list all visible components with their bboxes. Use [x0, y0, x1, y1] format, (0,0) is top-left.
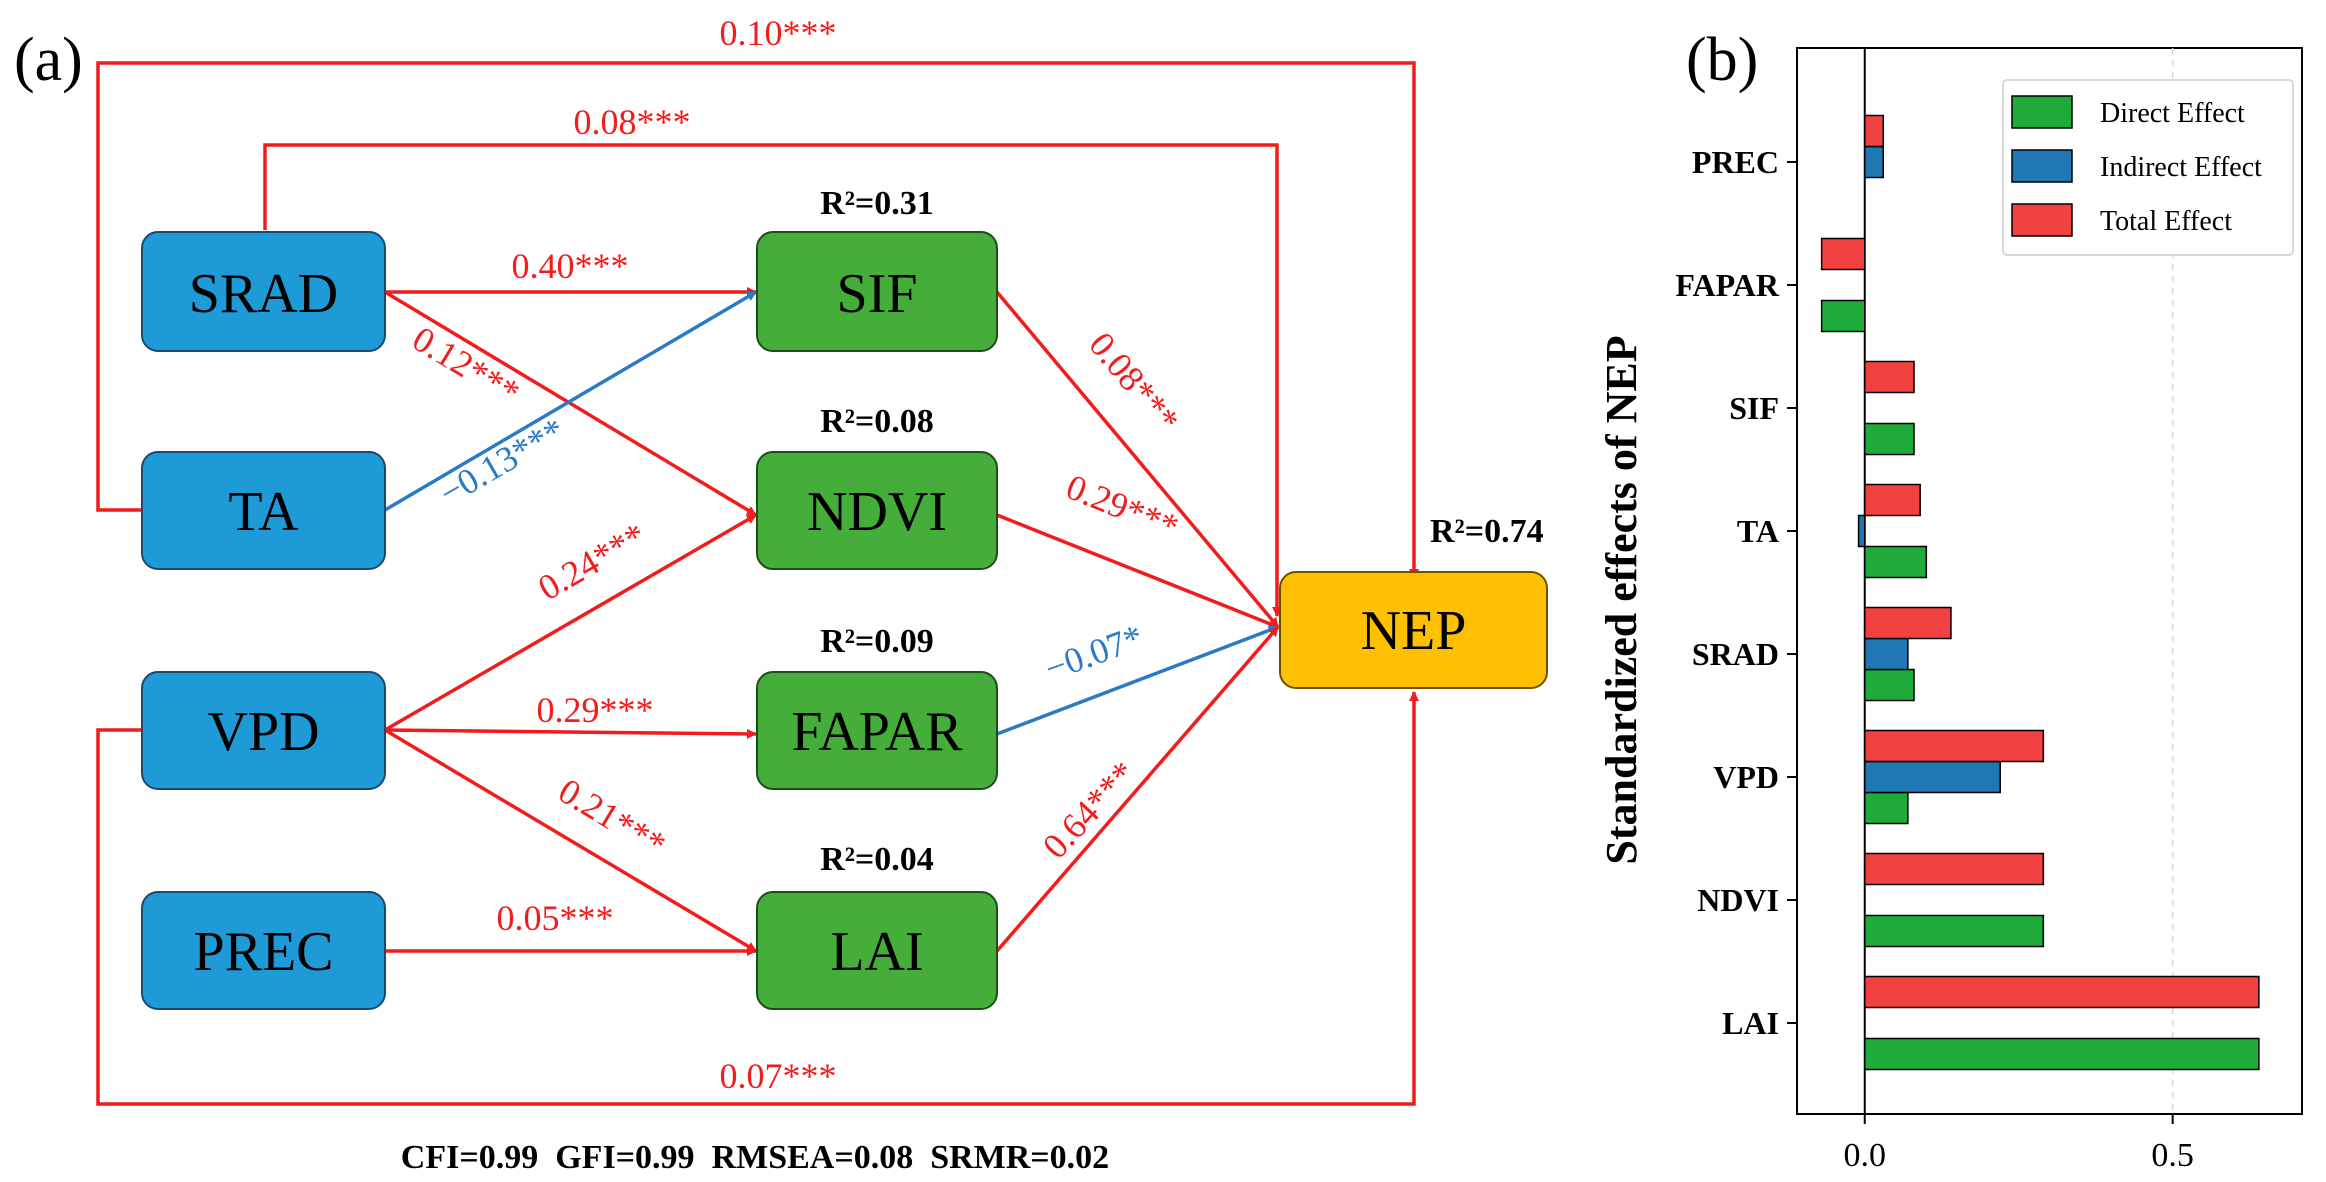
- node-sif-label: SIF: [837, 263, 918, 325]
- path-srad-nep-line: [263, 143, 1282, 617]
- coef-vpd-nep: 0.07***: [720, 1056, 837, 1096]
- path-vpd-nep-line: [96, 691, 1419, 1106]
- node-nep: NEP: [1279, 571, 1548, 689]
- path-sif-nep-line: [995, 290, 1280, 629]
- r2-fapar: R²=0.09: [820, 623, 934, 660]
- bar-ndvi-direct-effect: [1863, 914, 2045, 948]
- bar-prec-indirect-effect: [1863, 145, 1884, 179]
- path-lai-nep-line: [995, 625, 1280, 953]
- legend-label-total: Total Effect: [2100, 206, 2232, 237]
- path-ta-nep-line: [96, 61, 1419, 579]
- y-tick-label-srad: SRAD: [1692, 636, 1779, 672]
- legend-swatch-direct: [2011, 95, 2073, 129]
- node-nep-label: NEP: [1361, 600, 1467, 662]
- coef-ta-nep: 0.10***: [720, 13, 837, 53]
- node-ndvi: NDVI: [756, 451, 998, 570]
- bar-fapar-direct-effect: [1820, 299, 1866, 333]
- node-lai-label: LAI: [830, 921, 923, 983]
- r2-sif: R²=0.31: [820, 185, 934, 222]
- coef-vpd-lai: 0.21***: [552, 770, 673, 865]
- coef-vpd-ndvi: 0.24***: [531, 515, 652, 608]
- y-tick-label-sif: SIF: [1729, 390, 1779, 426]
- y-tick-label-lai: LAI: [1722, 1005, 1779, 1041]
- legend-swatch-total: [2011, 203, 2073, 237]
- coef-srad-nep: 0.08***: [574, 102, 691, 142]
- bar-fapar-total-effect: [1820, 237, 1866, 271]
- bar-ta-direct-effect: [1863, 545, 1928, 579]
- bar-vpd-indirect-effect: [1863, 760, 2001, 794]
- path-vpd-lai-line: [384, 728, 757, 953]
- node-sif: SIF: [756, 231, 998, 352]
- legend-label-indirect: Indirect Effect: [2100, 152, 2262, 183]
- node-vpd: VPD: [141, 671, 386, 790]
- node-ta: TA: [141, 451, 386, 570]
- y-tick-label-ta: TA: [1737, 513, 1779, 549]
- node-ta-label: TA: [228, 481, 299, 543]
- coef-ta-sif: −0.13***: [433, 410, 572, 513]
- node-prec: PREC: [141, 891, 386, 1010]
- path-srad-ndvi-line: [384, 290, 757, 517]
- fit-indices: CFI=0.99 GFI=0.99 RMSEA=0.08 SRMR=0.02: [401, 1139, 1109, 1176]
- bar-ndvi-total-effect: [1863, 852, 2045, 886]
- tick-layer: 0.0 0.5: [1843, 1114, 2194, 1174]
- node-prec-label: PREC: [193, 921, 333, 983]
- path-ta-sif-line: [384, 290, 757, 512]
- coef-sif-nep: 0.08***: [1081, 325, 1187, 440]
- bar-sif-total-effect: [1863, 360, 1915, 394]
- path-fapar-nep-line: [996, 625, 1279, 736]
- legend-box: [2002, 79, 2294, 256]
- node-lai: LAI: [756, 891, 998, 1010]
- node-srad-label: SRAD: [189, 263, 338, 325]
- panel-a-label: (a): [14, 26, 83, 94]
- r2-ndvi: R²=0.08: [820, 403, 934, 440]
- panel-a-path-diagram: (a) SRAD TA VPD PRE: [14, 13, 1548, 1176]
- legend-swatch-indirect: [2011, 149, 2073, 183]
- plot-frame: [1796, 47, 2303, 1115]
- bar-srad-indirect-effect: [1863, 637, 1909, 671]
- y-tick-label-ndvi: NDVI: [1697, 882, 1779, 918]
- y-tick-label-vpd: VPD: [1713, 759, 1779, 795]
- node-fapar: FAPAR: [756, 671, 998, 790]
- legend: Direct Effect Indirect Effect Total Effe…: [2002, 79, 2294, 256]
- panel-b-bar-chart: (b) Standardized effects of NEP 0.0 0.5 P…: [1597, 26, 2303, 1174]
- coef-lai-nep: 0.64***: [1035, 753, 1144, 866]
- node-vpd-label: VPD: [207, 701, 319, 763]
- y-axis-label: Standardized effects of NEP: [1597, 335, 1646, 864]
- bar-prec-total-effect: [1863, 114, 1884, 148]
- coef-vpd-fapar: 0.29***: [537, 690, 654, 730]
- r2-nep: R²=0.74: [1430, 513, 1544, 550]
- node-srad: SRAD: [141, 231, 386, 352]
- coef-fapar-nep: −0.07*: [1039, 617, 1148, 689]
- path-ndvi-nep-line: [996, 513, 1279, 629]
- panel-b-label: (b): [1686, 26, 1758, 94]
- path-vpd-ndvi-line: [384, 513, 757, 732]
- bar-srad-direct-effect: [1863, 668, 1915, 702]
- bar-sif-direct-effect: [1863, 422, 1915, 456]
- bar-ta-total-effect: [1863, 483, 1921, 517]
- bar-layer: [1820, 114, 2260, 1071]
- node-fapar-label: FAPAR: [791, 701, 963, 763]
- coef-srad-sif: 0.40***: [512, 246, 629, 286]
- bar-lai-direct-effect: [1863, 1037, 2260, 1071]
- legend-label-direct: Direct Effect: [2100, 98, 2245, 129]
- bar-vpd-total-effect: [1863, 729, 2045, 763]
- coef-ndvi-nep: 0.29***: [1061, 466, 1184, 547]
- bar-srad-total-effect: [1863, 606, 1952, 640]
- category-layer: PREC FAPAR SIF TA SRAD VPD NDVI LAI: [1675, 144, 1797, 1041]
- x-tick-label-0.0: 0.0: [1843, 1137, 1886, 1174]
- x-tick-label-0.5: 0.5: [2151, 1137, 2194, 1174]
- y-tick-label-prec: PREC: [1692, 144, 1779, 180]
- bar-vpd-direct-effect: [1863, 791, 1909, 825]
- coef-prec-lai: 0.05***: [497, 898, 614, 938]
- bar-ta-indirect-effect: [1857, 514, 1866, 548]
- r2-lai: R²=0.04: [820, 841, 934, 878]
- y-tick-label-fapar: FAPAR: [1675, 267, 1780, 303]
- path-vpd-fapar-line: [384, 728, 757, 739]
- node-ndvi-label: NDVI: [807, 481, 947, 543]
- bar-lai-total-effect: [1863, 975, 2260, 1009]
